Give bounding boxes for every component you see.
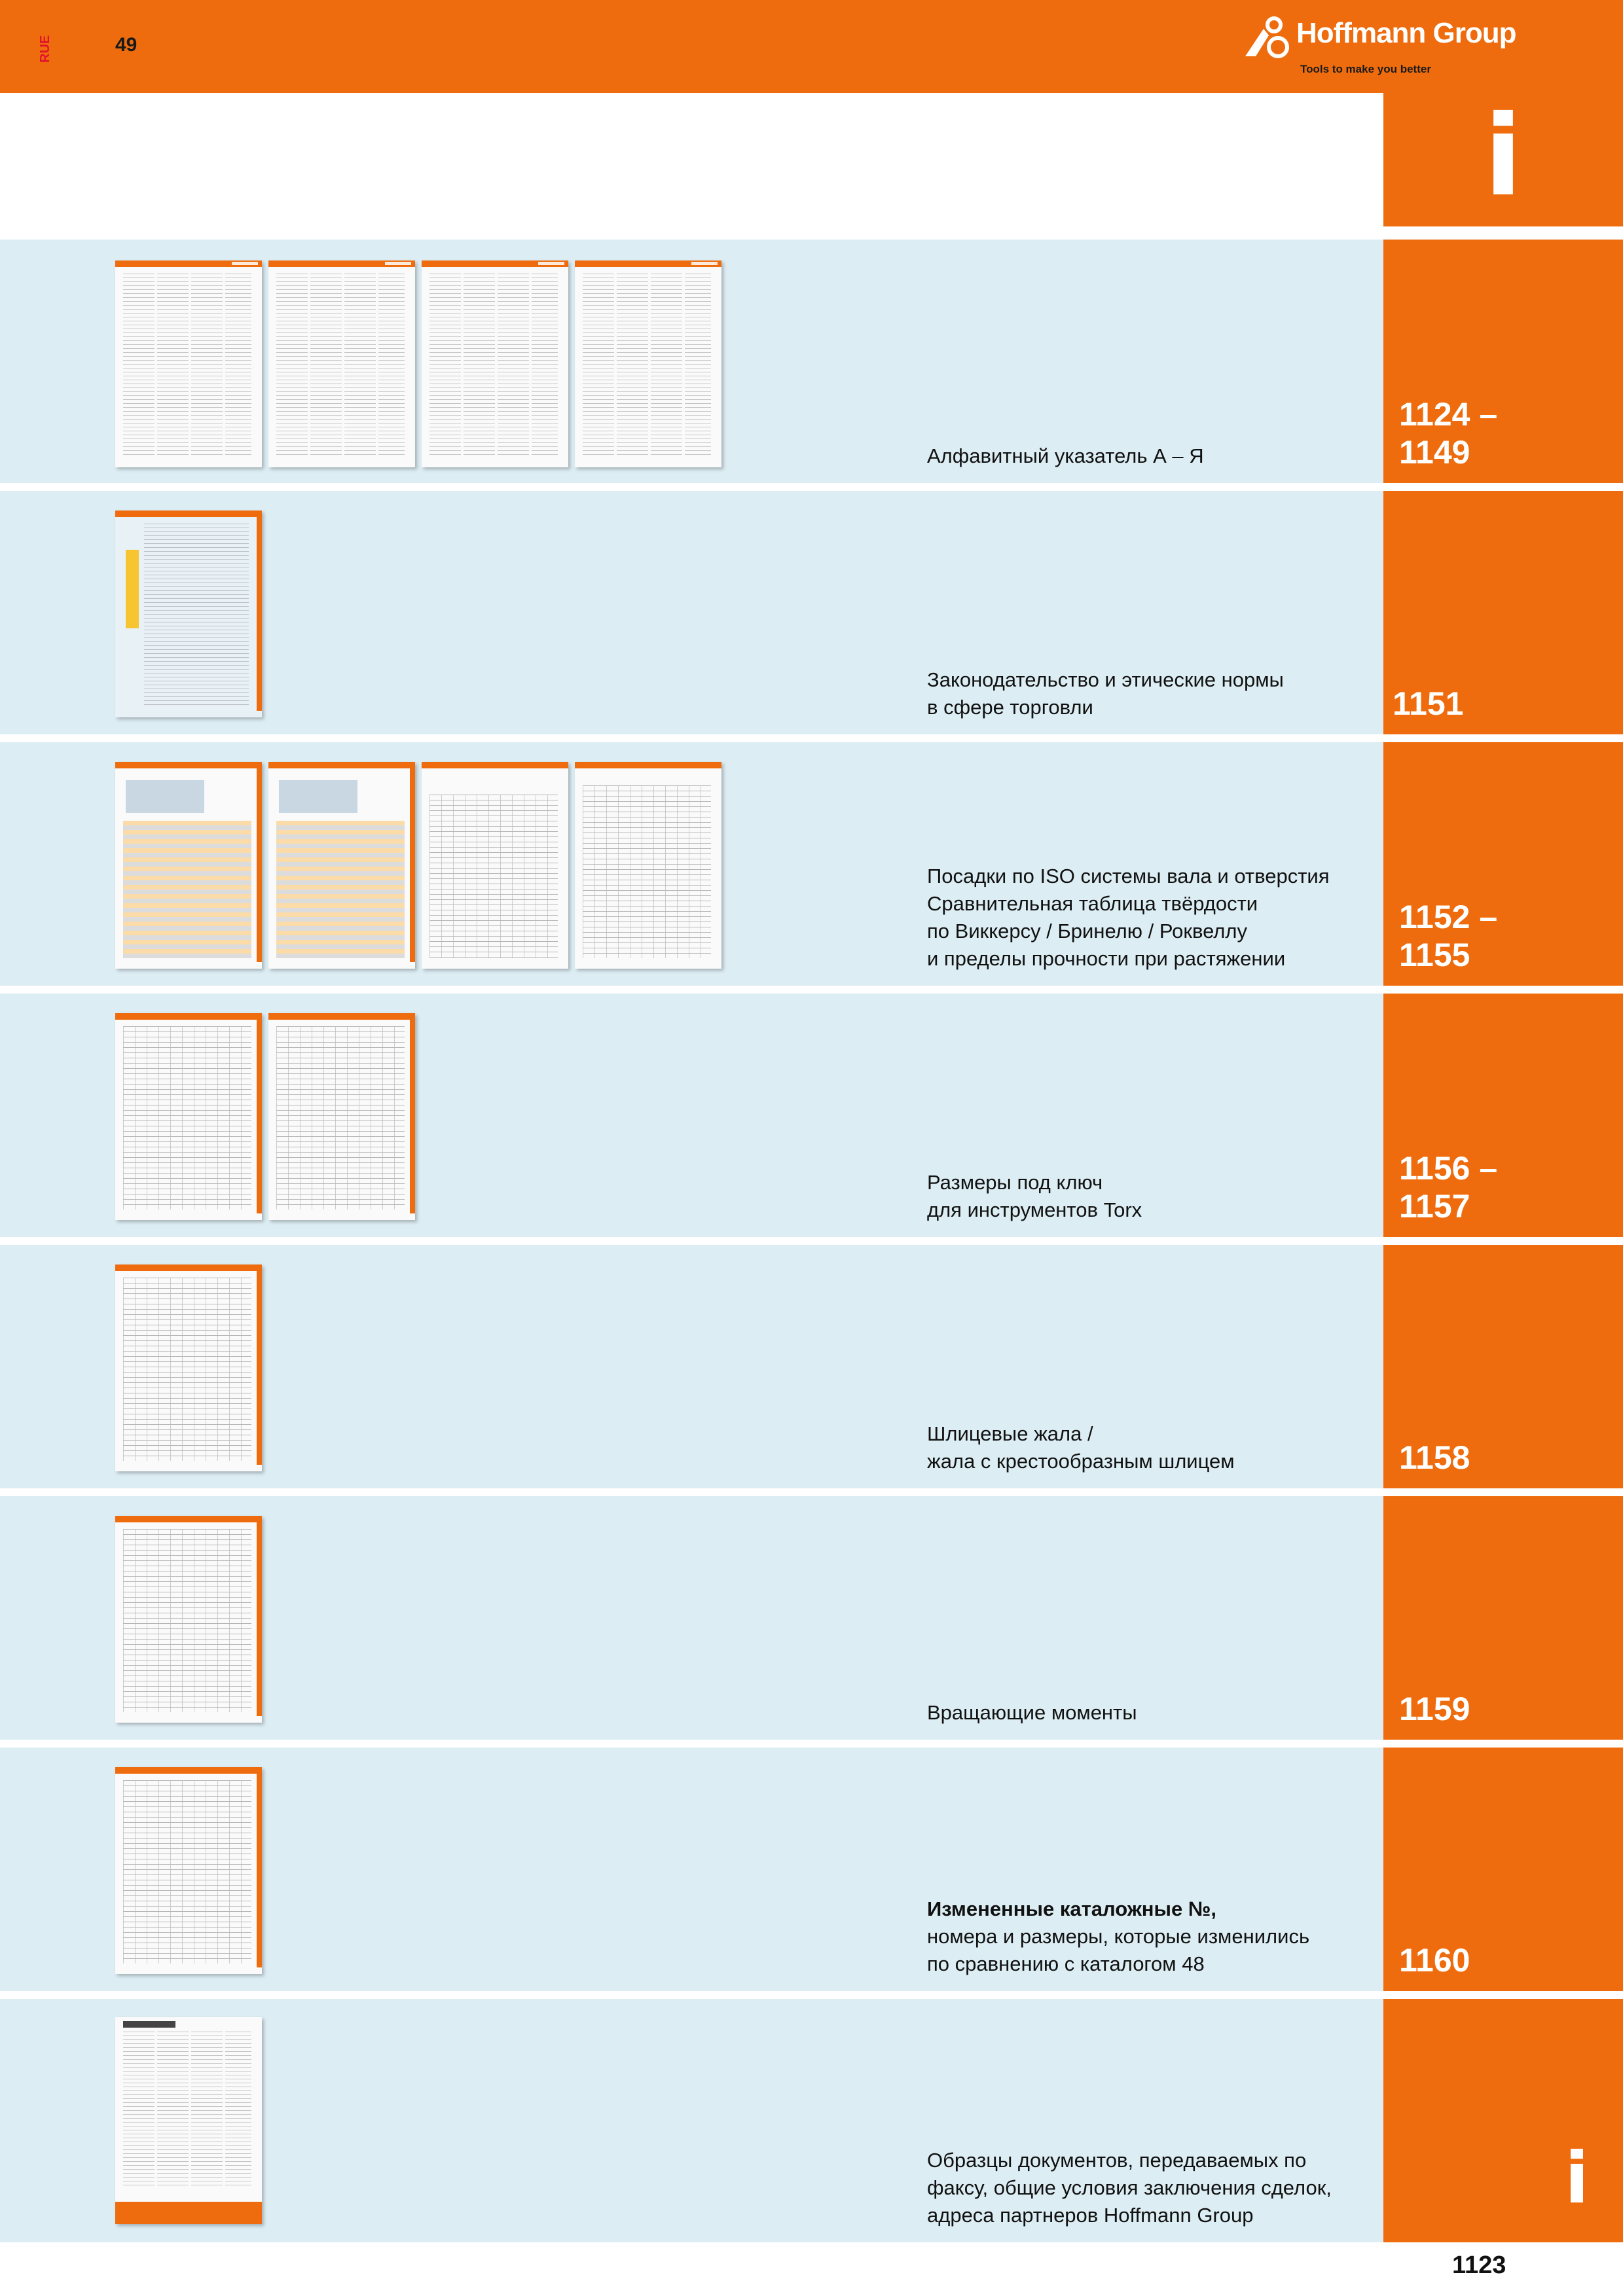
page-range: 1152 –1155 <box>1399 899 1498 973</box>
row-fax-forms: Образцы документов, передаваемых по факс… <box>0 1999 1383 2242</box>
page-range-tab: 1159 <box>1383 1496 1623 1740</box>
row-torx-sizes: Размеры под ключ для инструментов Torx <box>0 994 1383 1237</box>
page-range-tab: 1152 –1155 <box>1383 742 1623 986</box>
row-screwdriver-bits: Шлицевые жала / жала с крестообразным шл… <box>0 1245 1383 1488</box>
logo-mark-icon <box>1245 16 1289 58</box>
row-changed-catalogue-numbers: Измененные каталожные №, номера и размер… <box>0 1748 1383 1991</box>
info-section-tab: i <box>1383 93 1623 226</box>
row-title: Шлицевые жала / жала с крестообразным шл… <box>927 1422 1235 1473</box>
page-thumbnail <box>115 1265 262 1471</box>
row-torques: Вращающие моменты <box>0 1496 1383 1740</box>
page-number-box <box>1383 2242 1537 2296</box>
row-alphabetical-index: Алфавитный указатель А – Я <box>0 240 1383 483</box>
header-bar: RUE 49 Hoffmann Group Tools to make you … <box>0 0 1623 93</box>
page-thumbnail <box>422 260 568 467</box>
page-thumbnail <box>268 1013 415 1220</box>
row-title: Алфавитный указатель А – Я <box>927 444 1204 467</box>
page-range: 1160 <box>1399 1942 1470 1979</box>
page-thumbnail <box>115 2017 262 2224</box>
page-range: 1158 <box>1399 1439 1470 1476</box>
page-number: 1123 <box>1452 2251 1506 2279</box>
page-range-tab: 1160 <box>1383 1748 1623 1991</box>
page-range-tab: 1158 <box>1383 1245 1623 1488</box>
page-range-tab: 1151 <box>1383 491 1623 734</box>
page-thumbnail <box>575 762 721 969</box>
info-icon: i <box>1565 2138 1590 2219</box>
page-range: 1156 –1157 <box>1399 1150 1498 1225</box>
page-thumbnail <box>115 1516 262 1723</box>
row-title: Посадки по ISO системы вала и отверстия … <box>927 865 1330 970</box>
page-range: 1159 <box>1399 1691 1470 1727</box>
brand-tagline: Tools to make you better <box>1300 63 1431 75</box>
page-thumbnail <box>115 1013 262 1220</box>
page-thumbnail <box>268 762 415 969</box>
page-range: 1124 –1149 <box>1399 396 1498 471</box>
row-trade-ethics: Законодательство и этические нормы в сфе… <box>0 491 1383 734</box>
page-thumbnail <box>115 511 262 717</box>
page-thumbnail <box>115 1767 262 1974</box>
page-range: 1151 <box>1393 685 1464 722</box>
row-title: Образцы документов, передаваемых по факс… <box>927 2149 1332 2227</box>
page-range-tab: 1124 –1149 <box>1383 240 1623 483</box>
row-title: Размеры под ключ для инструментов Torx <box>927 1171 1142 1221</box>
row-title: Законодательство и этические нормы в сфе… <box>927 668 1284 719</box>
page-thumbnail <box>115 762 262 969</box>
row-title: Измененные каталожные №, номера и размер… <box>927 1897 1310 1975</box>
page-thumbnail <box>268 260 415 467</box>
brand-name: Hoffmann Group <box>1296 17 1517 49</box>
catalogue-edition: 49 <box>115 34 137 56</box>
language-code: RUE <box>38 35 52 63</box>
row-iso-fits: Посадки по ISO системы вала и отверстия … <box>0 742 1383 986</box>
page-thumbnail <box>575 260 721 467</box>
row-title: Вращающие моменты <box>927 1701 1137 1724</box>
page-range-tab <box>1383 1999 1623 2242</box>
info-icon: i <box>1484 92 1523 221</box>
page-range-tab: 1156 –1157 <box>1383 994 1623 1237</box>
hoffmann-logo: Hoffmann Group Tools to make you better <box>1244 16 1519 81</box>
page-thumbnail <box>115 260 262 467</box>
page-thumbnail <box>422 762 568 969</box>
